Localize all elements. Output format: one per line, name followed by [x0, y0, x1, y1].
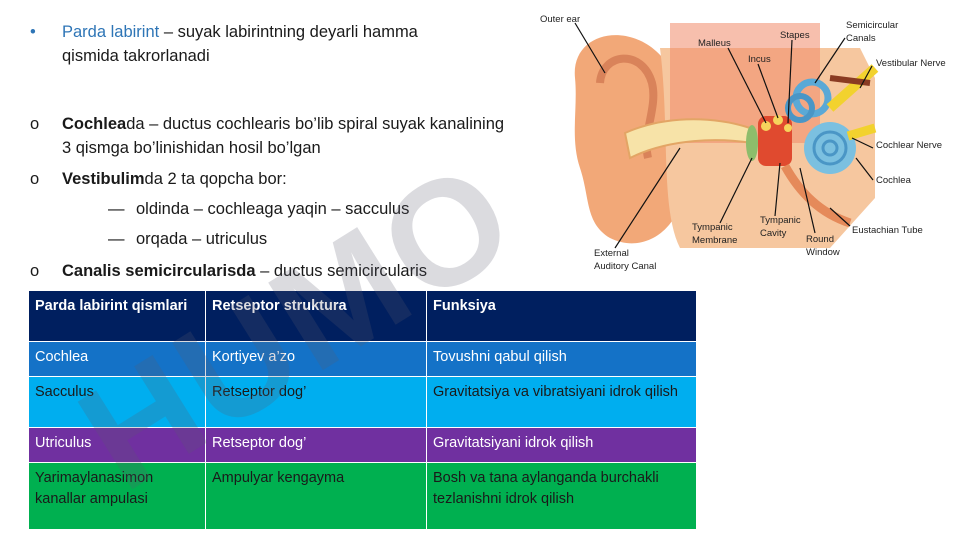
ear-anatomy-diagram: Outer ear Malleus Incus Stapes Semicircu…	[540, 14, 946, 272]
bullet-text: Vestibulimda 2 ta qopcha bor:	[62, 167, 287, 191]
table-row: Sacculus Retseptor dog’ Gravitatsiya va …	[28, 376, 697, 428]
table-cell: Kortiyev a’zo	[205, 341, 427, 377]
table-row: Utriculus Retseptor dog’ Gravitatsiyani …	[28, 427, 697, 463]
label-window: Window	[806, 247, 840, 258]
label-round: Round	[806, 234, 834, 245]
bullet-text: Cochleada – ductus cochlearis bo’lib spi…	[62, 112, 504, 136]
table-cell: Cochlea	[28, 341, 206, 377]
bullet-marker: o	[30, 115, 40, 133]
table-header-row: Parda labirint qismlari Retseptor strukt…	[28, 290, 697, 342]
table-header-cell: Funksiya	[426, 290, 697, 342]
table-row: Yarimaylanasimon kanallar ampulasi Ampul…	[28, 462, 697, 530]
label-outer-ear: Outer ear	[540, 14, 580, 25]
label-membrane: Membrane	[692, 235, 737, 246]
bullet-term: Vestibulim	[62, 170, 145, 188]
bullet-text-line2: qismida takrorlanadi	[62, 47, 210, 65]
table-cell: Tovushni qabul qilish	[426, 341, 697, 377]
sub-bullet-text: oldinda – cochleaga yaqin – sacculus	[136, 200, 410, 218]
bullet-term: Parda labirint	[62, 23, 160, 41]
label-eustachian-tube: Eustachian Tube	[852, 225, 923, 236]
sub-bullet-marker: —	[108, 230, 125, 248]
bullet-term: Canalis semicircularisda	[62, 262, 256, 280]
semicircular-canal-shape	[785, 93, 815, 123]
cochlea-shape	[804, 122, 856, 174]
bullet-desc: – suyak labirintning deyarli hamma	[159, 23, 418, 41]
sub-bullet-text: orqada – utriculus	[136, 230, 268, 248]
label-cochlear-nerve: Cochlear Nerve	[876, 140, 942, 151]
leader-lines	[574, 22, 874, 249]
sub-bullet-marker: —	[108, 200, 125, 218]
table-cell: Sacculus	[28, 376, 206, 428]
bullet-desc: da 2 ta qopcha bor:	[144, 170, 287, 188]
eustachian-tube-shape	[781, 163, 852, 228]
bullet-marker: o	[30, 170, 40, 188]
table-cell: Gravitatsiya va vibratsiyani idrok qilis…	[426, 376, 697, 428]
table-cell: Bosh va tana aylanganda burchakli tezlan…	[426, 462, 697, 530]
table-header-cell: Parda labirint qismlari	[28, 290, 206, 342]
bullet-term: Cochlea	[62, 115, 127, 133]
stapes-shape	[784, 124, 792, 132]
label-semicircular: Semicircular	[846, 20, 898, 31]
table-cell: Ampulyar kengayma	[205, 462, 427, 530]
bullet-desc: da – ductus cochlearis bo’lib spiral suy…	[126, 115, 505, 133]
bullet-text: Parda labirint – suyak labirintning deya…	[62, 20, 418, 44]
label-vestibular-nerve: Vestibular Nerve	[876, 58, 946, 69]
label-auditory-canal: Auditory Canal	[594, 261, 656, 272]
label-cavity: Cavity	[760, 228, 787, 239]
label-canals: Canals	[846, 33, 876, 44]
table-cell: Retseptor dog’	[205, 427, 427, 463]
table-cell: Gravitatsiyani idrok qilish	[426, 427, 697, 463]
label-external: External	[594, 248, 629, 259]
labyrinth-table: Parda labirint qismlari Retseptor strukt…	[28, 290, 697, 530]
label-cochlea: Cochlea	[876, 175, 912, 186]
cochlea-spiral	[821, 139, 839, 157]
table-cell: Retseptor dog’	[205, 376, 427, 428]
cochlea-spiral	[812, 130, 848, 166]
tympanic-membrane-shape	[746, 125, 758, 161]
cochlear-nerve-shape	[846, 123, 877, 141]
bullet-text: Canalis semicircularisda – ductus semici…	[62, 259, 427, 283]
label-tympanic-membrane: Tympanic	[692, 222, 733, 233]
label-incus: Incus	[748, 54, 771, 65]
bullet-desc: – ductus semicircularis	[255, 262, 428, 280]
table-row: Cochlea Kortiyev a’zo Tovushni qabul qil…	[28, 341, 697, 377]
label-tympanic-cavity: Tympanic	[760, 215, 801, 226]
table-header-cell: Retseptor struktura	[205, 290, 427, 342]
label-stapes: Stapes	[780, 30, 810, 41]
bullet-marker: •	[30, 23, 36, 41]
table-cell: Yarimaylanasimon kanallar ampulasi	[28, 462, 206, 530]
bullet-marker: o	[30, 262, 40, 280]
table-cell: Utriculus	[28, 427, 206, 463]
incus-shape	[773, 115, 783, 125]
label-malleus: Malleus	[698, 38, 731, 49]
malleus-shape	[761, 121, 771, 131]
bullet-text-line2: 3 qismga bo’linishidan hosil bo’lgan	[62, 139, 321, 157]
